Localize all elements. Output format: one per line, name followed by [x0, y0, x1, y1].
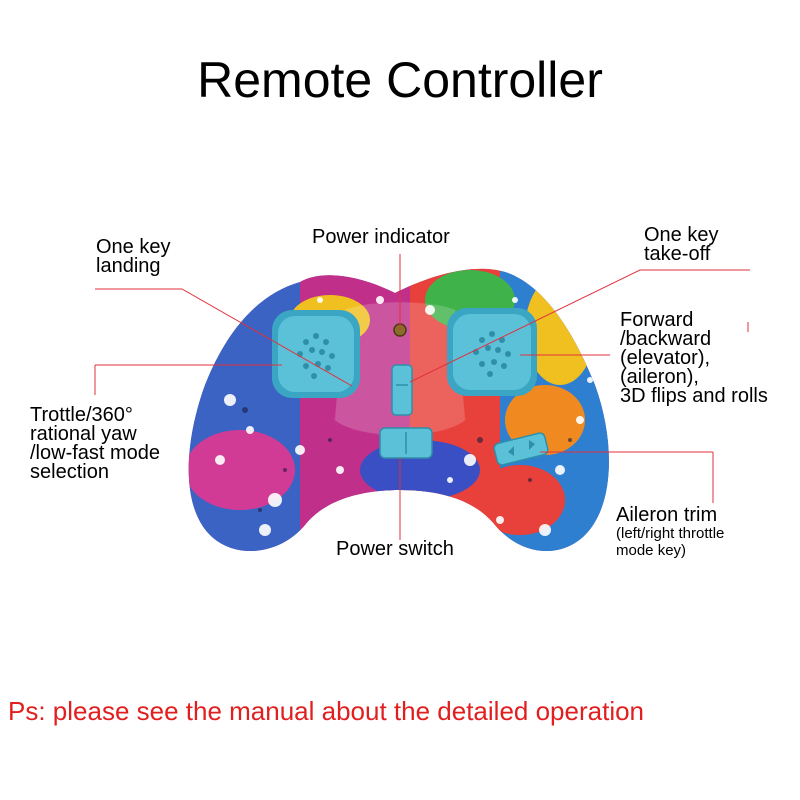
label-throttle-yaw: Trottle/360° rational yaw /low-fast mode…: [30, 404, 161, 483]
label-power-switch: Power switch: [336, 538, 454, 560]
right-stick[interactable]: [447, 308, 537, 396]
leader-lines: [94, 254, 750, 540]
label-one-key-takeoff: One key take-off: [644, 224, 719, 265]
page-title: Remote Controller: [197, 52, 603, 108]
leader-takeoff: [409, 269, 750, 383]
label-aileron-trim: Aileron trim: [616, 504, 718, 526]
label-aileron-trim-sub: (left/right throttle mode key): [616, 525, 725, 559]
aileron-trim-key[interactable]: [493, 432, 549, 466]
center-slider[interactable]: [391, 364, 413, 416]
label-power-indicator: Power indicator: [312, 226, 450, 248]
label-one-key-landing: One key landing: [96, 236, 171, 277]
leader-landing: [95, 288, 353, 387]
label-forward-backward: Forward /backward (elevator), (aileron),…: [620, 309, 768, 407]
left-stick[interactable]: [272, 310, 360, 398]
footnote: Ps: please see the manual about the deta…: [8, 696, 645, 726]
power-switch[interactable]: [379, 427, 433, 459]
